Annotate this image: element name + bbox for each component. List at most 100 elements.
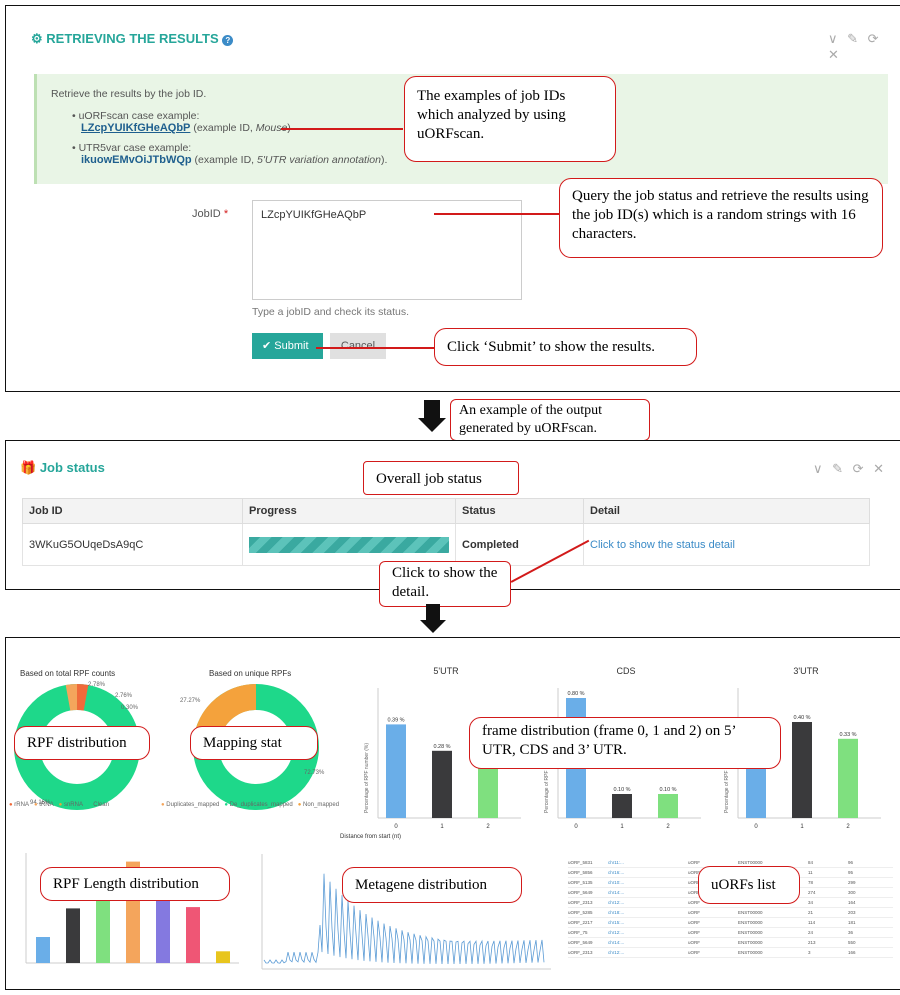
example-2: • UTR5var case example: ikuowEMvOiJTbWQp… bbox=[72, 142, 388, 166]
list-cell: chr18:... bbox=[608, 910, 625, 915]
list-cell: uORF_5856 bbox=[568, 870, 593, 875]
list-cell: chr16:... bbox=[608, 870, 625, 875]
gears-icon: ⚙ bbox=[31, 31, 43, 46]
frame-category: 2 bbox=[666, 824, 670, 830]
list-cell: 181 bbox=[848, 920, 856, 925]
list-cell: uORF_2313 bbox=[568, 900, 593, 905]
list-cell: chr12:... bbox=[608, 930, 625, 935]
progress-bar bbox=[249, 536, 449, 553]
frame-bar-label: 0.33 % bbox=[839, 732, 856, 738]
list-cell: uORF bbox=[688, 900, 701, 905]
example-1-link[interactable]: LZcpYUIKfGHeAQbP bbox=[81, 122, 191, 134]
frame-bar-label: 0.39 % bbox=[387, 717, 404, 723]
frame-category: 1 bbox=[800, 824, 804, 830]
callout-query: Query the job status and retrieve the re… bbox=[559, 178, 883, 258]
pie2-legend: ● Duplicates_mapped ● De_duplicates_mapp… bbox=[161, 802, 340, 808]
frame-bar bbox=[792, 722, 812, 818]
pie2-label-a: 27.27% bbox=[180, 698, 201, 704]
list-cell: uORF bbox=[688, 870, 701, 875]
cancel-button[interactable]: Cancel bbox=[330, 333, 386, 359]
frame-bar bbox=[838, 738, 858, 818]
metagene-line bbox=[263, 873, 545, 965]
pie1-title: Based on total RPF counts bbox=[20, 669, 116, 678]
job-status-title: 🎁 Job status bbox=[20, 460, 105, 475]
frame-category: 2 bbox=[486, 824, 490, 830]
list-cell: chr12:... bbox=[608, 900, 625, 905]
pie2-title: Based on unique RPFs bbox=[209, 669, 292, 678]
list-cell: ENST00000 bbox=[738, 950, 763, 955]
submit-button[interactable]: ✔ Submit bbox=[252, 333, 323, 359]
list-cell: 3 bbox=[808, 950, 811, 955]
frame-y-label: Percentage of RPF number (%) bbox=[544, 743, 550, 813]
list-cell: 36 bbox=[848, 930, 854, 935]
list-item: uORF_75 chr12:... uORF ENST00000 24 36 bbox=[568, 928, 893, 938]
list-cell: uORF bbox=[688, 860, 701, 865]
jobid-input[interactable]: LZcpYUIKfGHeAQbP bbox=[252, 200, 522, 300]
list-cell: 84 bbox=[808, 860, 814, 865]
help-icon[interactable]: ? bbox=[222, 35, 234, 46]
list-cell: 203 bbox=[848, 910, 856, 915]
down-arrow-2 bbox=[426, 604, 440, 620]
list-cell: 164 bbox=[848, 900, 856, 905]
job-table: Job ID Progress Status Detail 3WKuG5OUqe… bbox=[22, 498, 870, 566]
jobid-label: JobID * bbox=[192, 208, 229, 220]
metagene-chart bbox=[261, 854, 551, 970]
arrow-examples bbox=[281, 128, 403, 130]
frame-category: 0 bbox=[574, 824, 578, 830]
list-cell: chr15:... bbox=[608, 920, 625, 925]
arrow-submit bbox=[316, 347, 434, 349]
list-cell: chr14:... bbox=[608, 890, 625, 895]
frame-category: 1 bbox=[440, 824, 444, 830]
list-cell: 300 bbox=[848, 890, 856, 895]
metagene-title: Distance from start (nt) bbox=[340, 834, 402, 840]
list-cell: 24 bbox=[808, 930, 814, 935]
list-cell: uORF_5831 bbox=[568, 860, 593, 865]
list-cell: uORF bbox=[688, 930, 701, 935]
down-arrow-1-head bbox=[418, 418, 446, 432]
col-progress: Progress bbox=[242, 498, 456, 524]
list-cell: uORF_5649 bbox=[568, 940, 593, 945]
list-cell: uORF_2217 bbox=[568, 920, 593, 925]
frame-chart-title: 3'UTR bbox=[793, 666, 819, 676]
status-cell: Completed bbox=[455, 523, 584, 566]
list-cell: uORF bbox=[688, 890, 701, 895]
list-cell: uORF bbox=[688, 910, 701, 915]
detail-link[interactable]: Click to show the status detail bbox=[583, 523, 870, 566]
check-icon: ✔ bbox=[262, 340, 272, 352]
list-cell: uORF bbox=[688, 920, 701, 925]
list-cell: uORF_75 bbox=[568, 930, 588, 935]
list-cell: uORF bbox=[688, 950, 701, 955]
frame-bar bbox=[432, 750, 452, 818]
example-2-link[interactable]: ikuowEMvOiJTbWQp bbox=[81, 154, 192, 166]
list-cell: chr14:... bbox=[608, 940, 625, 945]
callout-submit: Click ‘Submit’ to show the results. bbox=[434, 328, 697, 366]
list-cell: chr10:... bbox=[608, 880, 625, 885]
frame-category: 0 bbox=[394, 824, 398, 830]
frame-bar bbox=[746, 753, 766, 818]
panel2-tools[interactable]: ∨ ✎ ⟳ ✕ bbox=[813, 461, 888, 476]
list-cell: uORF_5135 bbox=[568, 880, 593, 885]
progress-cell bbox=[242, 523, 456, 566]
length-bar bbox=[66, 908, 80, 963]
output-panel: Based on total RPF counts 2.78% 2.76% 0.… bbox=[5, 637, 900, 990]
frame-bar-label: 0.10 % bbox=[613, 787, 630, 793]
list-cell: 34 bbox=[808, 900, 814, 905]
callout-output: An example of the output generated by uO… bbox=[450, 399, 650, 441]
frame-category: 0 bbox=[754, 824, 758, 830]
list-cell: 114 bbox=[808, 920, 816, 925]
panel-tools[interactable]: ∨ ✎ ⟳ ✕ bbox=[828, 31, 882, 62]
list-cell: 213 bbox=[808, 940, 816, 945]
intro-text: Retrieve the results by the job ID. bbox=[51, 88, 207, 100]
frame-category: 2 bbox=[846, 824, 850, 830]
callout-mapping: Mapping stat bbox=[190, 726, 318, 760]
list-cell: 550 bbox=[848, 940, 856, 945]
frame-chart-title: CDS bbox=[616, 666, 635, 676]
list-cell: ENST00000 bbox=[738, 930, 763, 935]
length-bar bbox=[96, 887, 110, 963]
pie1-label-c: 0.30% bbox=[121, 705, 139, 711]
table-row: 3WKuG5OUqeDsA9qC Completed Click to show… bbox=[22, 523, 870, 566]
